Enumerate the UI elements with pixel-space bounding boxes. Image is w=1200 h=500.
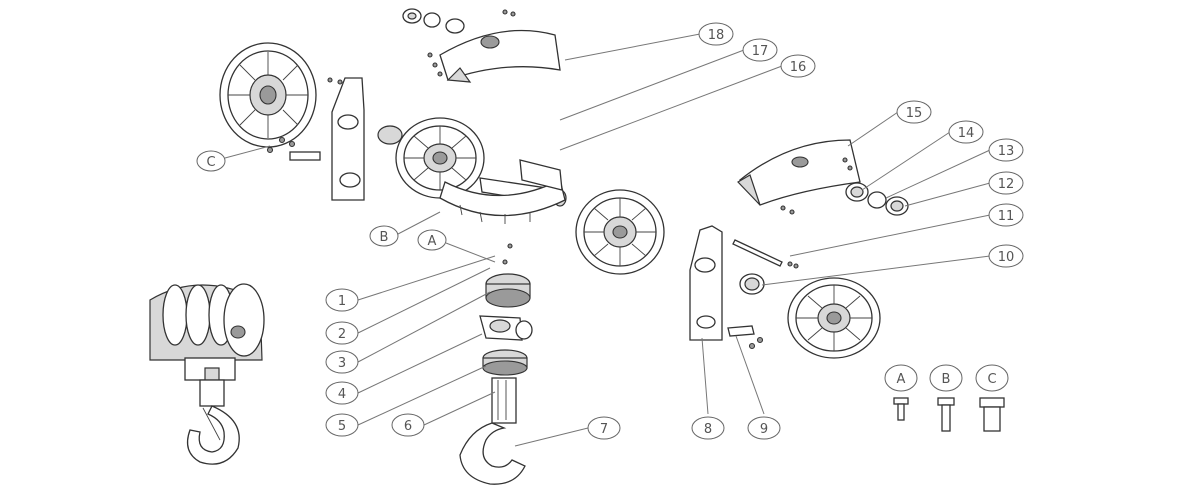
callout-1: 1 [325, 288, 359, 312]
svg-text:14: 14 [958, 126, 975, 141]
callout-3: 3 [325, 350, 359, 374]
svg-text:12: 12 [998, 177, 1015, 192]
svg-text:4: 4 [338, 387, 346, 402]
svg-text:9: 9 [760, 422, 768, 437]
callout-11: 11 [988, 203, 1024, 227]
callout-8: 8 [691, 416, 725, 440]
axle-and-guard [439, 159, 567, 224]
sheave-right [787, 277, 881, 359]
svg-text:2: 2 [338, 327, 346, 342]
pin-and-bushing [732, 239, 799, 295]
callout-12: 12 [988, 171, 1024, 195]
right-guard-cover [737, 139, 909, 216]
svg-text:11: 11 [998, 209, 1015, 224]
svg-text:1: 1 [338, 294, 346, 309]
upper-guard-cover [402, 8, 561, 83]
callout-14: 14 [948, 120, 984, 144]
sheave-right-center [575, 189, 665, 275]
bolt-ref-c: C [196, 150, 226, 172]
callout-18: 18 [698, 22, 734, 46]
callout-15: 15 [896, 100, 932, 124]
bolt-legend: A B C [884, 364, 1009, 432]
svg-text:B: B [380, 230, 389, 245]
callout-4: 4 [325, 381, 359, 405]
legend-b: B [929, 364, 963, 432]
svg-text:C: C [987, 372, 996, 387]
callout-17: 17 [742, 38, 778, 62]
svg-text:C: C [206, 155, 215, 170]
svg-text:7: 7 [600, 422, 608, 437]
svg-text:A: A [428, 234, 437, 249]
svg-text:15: 15 [906, 106, 923, 121]
bolt-ref-a: A [417, 229, 447, 251]
sheave-center [377, 117, 485, 199]
svg-text:17: 17 [752, 44, 769, 59]
svg-text:B: B [942, 372, 951, 387]
callout-16: 16 [780, 54, 816, 78]
legend-a: A [884, 364, 918, 421]
assembled-hook-block [149, 283, 265, 465]
legend-c: C [975, 364, 1009, 432]
leader-lines [357, 33, 991, 447]
callout-2: 2 [325, 321, 359, 345]
hook-parts-column [445, 242, 533, 485]
callout-5: 5 [325, 413, 359, 437]
callout-10: 10 [988, 244, 1024, 268]
side-plate-right [689, 225, 764, 350]
svg-text:18: 18 [708, 28, 725, 43]
callout-13: 13 [988, 138, 1024, 162]
callout-6: 6 [391, 413, 425, 437]
side-plate-left [327, 77, 365, 201]
bolt-ref-b: B [369, 225, 399, 247]
callout-9: 9 [747, 416, 781, 440]
sheave-upper-left [219, 42, 317, 148]
callout-7: 7 [587, 416, 621, 440]
svg-text:10: 10 [998, 250, 1015, 265]
svg-text:8: 8 [704, 422, 712, 437]
svg-text:A: A [897, 372, 906, 387]
svg-text:6: 6 [404, 419, 412, 434]
svg-text:3: 3 [338, 356, 346, 371]
svg-text:13: 13 [998, 144, 1015, 159]
svg-text:16: 16 [790, 60, 807, 75]
svg-text:5: 5 [338, 419, 346, 434]
pin-c-group [224, 136, 321, 161]
